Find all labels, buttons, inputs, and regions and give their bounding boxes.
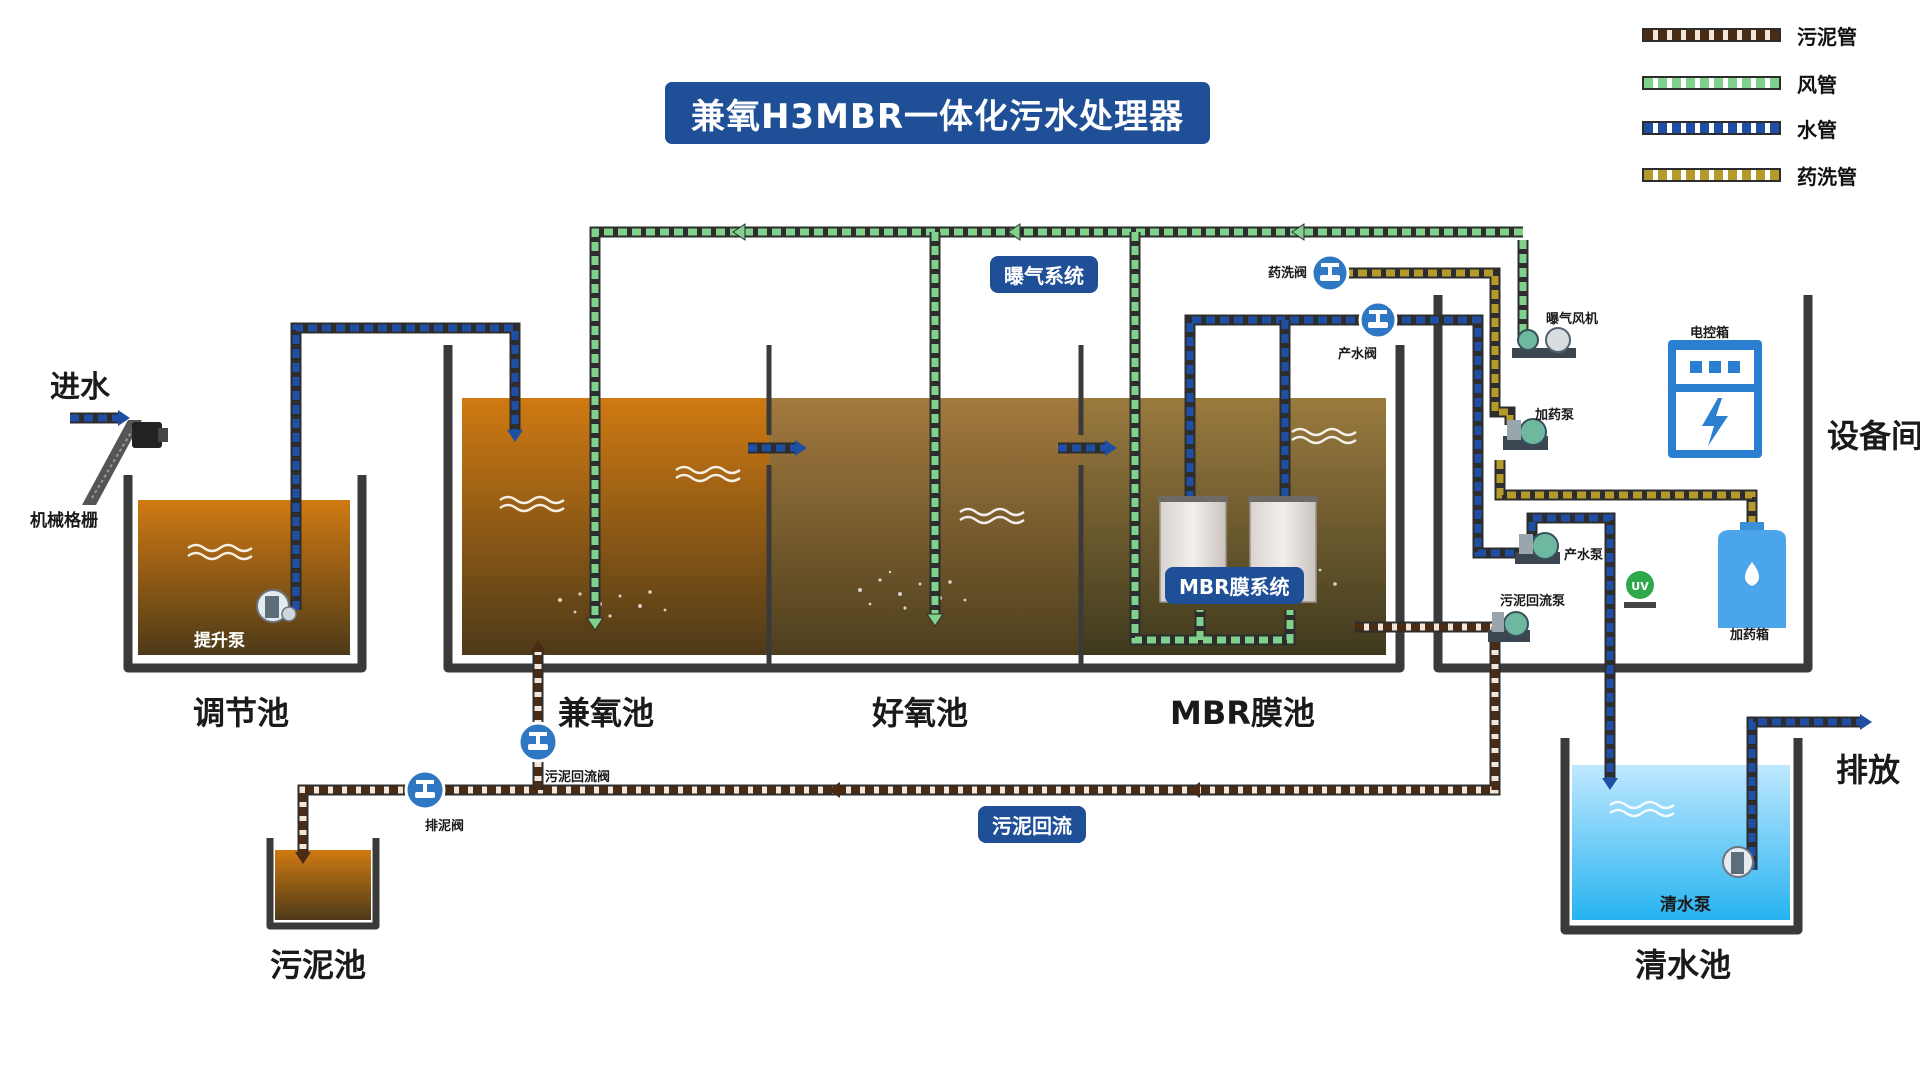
- sludge-arrows: [295, 640, 1200, 864]
- blower-label: 曝气风机: [1546, 312, 1599, 327]
- equipment-room: [1433, 295, 1813, 673]
- chemical-pipes: [1330, 267, 1758, 528]
- product-pump-label: 产水泵: [1564, 548, 1604, 563]
- valve-icons: [404, 253, 1398, 811]
- mbr-tank-label: MBR膜池: [1170, 694, 1315, 732]
- lift-pump-label: 提升泵: [194, 631, 245, 651]
- legend-label: 污泥管: [1797, 24, 1857, 49]
- discharge-valve-label: 排泥阀: [425, 819, 465, 834]
- air-arrows: [586, 223, 1305, 631]
- control-box-label: 电控箱: [1690, 326, 1730, 341]
- pump-icons: [256, 327, 1754, 878]
- mechanical-screen-icon: [82, 420, 168, 505]
- screen-label: 机械格栅: [30, 511, 98, 531]
- dosing-tank-icon: [1718, 522, 1786, 628]
- uv-icon: UV: [1624, 571, 1656, 608]
- sludge-tank-label: 污泥池: [270, 946, 367, 984]
- legend-item-chem: 药洗管: [1642, 162, 1857, 189]
- dosing-pump-label: 加药泵: [1535, 408, 1575, 423]
- clear-water-tank-label: 清水池: [1635, 946, 1732, 984]
- water-pipes: [70, 314, 1860, 870]
- regulating-tank: [123, 475, 367, 673]
- sludge-pipes: [297, 621, 1501, 852]
- legend-item-water: 水管: [1642, 115, 1837, 142]
- wash-valve-label: 药洗阀: [1268, 266, 1308, 281]
- equipment-room-label: 设备间: [1827, 417, 1920, 455]
- flow-arrows: [118, 410, 1872, 790]
- aerobic-tank-label: 好氧池: [872, 694, 969, 732]
- legend-swatch-sludge: [1642, 28, 1781, 42]
- control-box-icon: [1668, 340, 1762, 458]
- legend-swatch-water: [1642, 121, 1781, 135]
- legend-label: 水管: [1797, 117, 1837, 142]
- regulating-tank-label: 调节池: [193, 694, 290, 732]
- inflow-label: 进水: [50, 370, 110, 405]
- discharge-label: 排放: [1836, 751, 1901, 789]
- water-wave-icons: [187, 427, 1675, 818]
- sludge-tank: [266, 838, 380, 930]
- mbr-system-badge: MBR膜系统: [1165, 567, 1304, 604]
- legend-label: 风管: [1797, 72, 1837, 97]
- legend-swatch-chem: [1642, 168, 1781, 182]
- diagram-title: 兼氧H3MBR一体化污水处理器: [665, 82, 1210, 144]
- aeration-system-badge: 曝气系统: [990, 256, 1098, 293]
- air-pipes: [589, 226, 1529, 646]
- product-valve-label: 产水阀: [1338, 347, 1378, 362]
- clear-pump-label: 清水泵: [1660, 895, 1711, 915]
- dosing-tank-label: 加药箱: [1730, 628, 1770, 643]
- sludge-return-pump-label: 污泥回流泵: [1500, 594, 1566, 609]
- legend-label: 药洗管: [1797, 164, 1857, 189]
- legend-item-sludge: 污泥管: [1642, 22, 1857, 49]
- legend-item-air: 风管: [1642, 70, 1837, 97]
- sludge-return-valve-label: 污泥回流阀: [545, 770, 611, 785]
- svg-text:UV: UV: [1631, 580, 1649, 593]
- sludge-return-badge: 污泥回流: [978, 806, 1086, 843]
- anoxic-tank-label: 兼氧池: [558, 694, 655, 732]
- legend-swatch-air: [1642, 76, 1781, 90]
